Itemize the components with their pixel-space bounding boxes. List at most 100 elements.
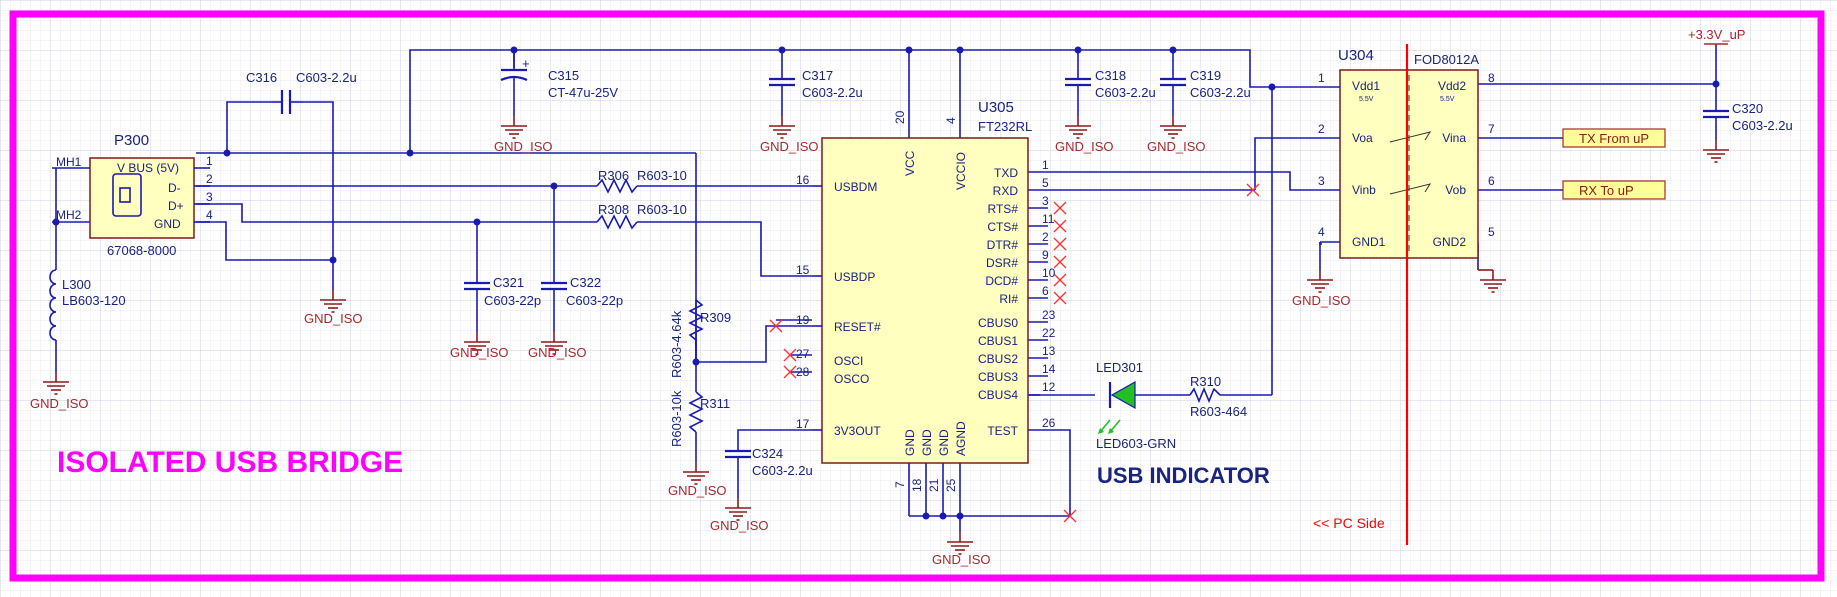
resistor-r309 [688, 299, 704, 362]
gnd-label-c315: GND_ISO [494, 139, 553, 154]
u305-pin18-num: 18 [910, 478, 924, 492]
u304-pin1-num: 1 [1318, 71, 1325, 85]
u305-pin23-num: 23 [1042, 308, 1056, 322]
u305-cbus2-name: CBUS2 [978, 352, 1018, 366]
u305-gnd18-name: GND [920, 429, 934, 456]
r311-value: R603-10k [669, 390, 684, 447]
u305-ri-name: RI# [999, 292, 1018, 306]
c322-value: C603-22p [566, 293, 623, 308]
u304-pin4-num: 4 [1318, 225, 1325, 239]
u304-value: FOD8012A [1414, 52, 1479, 67]
pc-side-label: << PC Side [1313, 515, 1385, 531]
u305-dtr-name: DTR# [987, 238, 1019, 252]
u305-osci-name: OSCI [834, 354, 863, 368]
gnd-label-c324: GND_ISO [710, 518, 769, 533]
u305-usbdp-num: 15 [796, 263, 810, 277]
p300-pin1-num: 1 [206, 154, 213, 168]
led301-value: LED603-GRN [1096, 436, 1176, 451]
u304-ref: U304 [1338, 47, 1374, 64]
u305-pin10-num: 10 [1042, 266, 1056, 280]
sheet-frame [9, 10, 1825, 582]
u305-pin13-num: 13 [1042, 344, 1056, 358]
u305-vccio-name: VCCIO [954, 152, 968, 190]
c319-ref: C319 [1190, 68, 1221, 83]
junctions [52, 46, 1720, 520]
p300-pin3-num: 3 [206, 190, 213, 204]
u305-agnd-name: AGND [954, 421, 968, 456]
c318-ref: C318 [1095, 68, 1126, 83]
u305-3v3out-name: 3V3OUT [834, 424, 881, 438]
capacitor-c316 [273, 90, 303, 114]
connector-p300[interactable] [89, 157, 210, 239]
u305-cbus1-name: CBUS1 [978, 334, 1018, 348]
u305-3v3out-num: 17 [796, 417, 810, 431]
u305-cts-name: CTS# [987, 220, 1018, 234]
u305-pin7-num: 7 [893, 481, 907, 488]
c319-value: C603-2.2u [1190, 85, 1251, 100]
u305-cbus3-name: CBUS3 [978, 370, 1018, 384]
capacitor-c315: + [500, 50, 530, 116]
ic-u305[interactable] [812, 137, 1040, 464]
u305-pin21-num: 21 [927, 478, 941, 492]
p300-pin2-num: 2 [206, 172, 213, 186]
u305-rts-name: RTS# [988, 202, 1019, 216]
u305-usbdm-num: 16 [796, 173, 810, 187]
p300-ref: P300 [114, 132, 149, 149]
gnd-label-c318: GND_ISO [1055, 139, 1114, 154]
port-rx-to-up[interactable] [1562, 180, 1666, 200]
gnd-label-c319: GND_ISO [1147, 139, 1206, 154]
port-tx-label: TX From uP [1579, 131, 1649, 146]
u305-pin3-num: 3 [1042, 194, 1049, 208]
r310-ref: R310 [1190, 374, 1221, 389]
power-label: +3.3V_uP [1688, 27, 1745, 42]
u305-vccio-num: 4 [944, 117, 958, 124]
u305-usbdp-name: USBDP [834, 270, 875, 284]
gnd-label-r311: GND_ISO [668, 483, 727, 498]
ic-u304[interactable] [1320, 69, 1479, 259]
c317-value: C603-2.2u [802, 85, 863, 100]
u304-pin7-num: 7 [1488, 122, 1495, 136]
u305-pin25-num: 25 [944, 478, 958, 492]
u305-pin6-num: 6 [1042, 284, 1049, 298]
u305-pin14-num: 14 [1042, 362, 1056, 376]
u305-txd-name: TXD [994, 166, 1018, 180]
u305-pin12-num: 12 [1042, 380, 1056, 394]
r306-value: R603-10 [637, 168, 687, 183]
u305-osco-name: OSCO [834, 372, 869, 386]
gnd-label-u305: GND_ISO [932, 552, 991, 567]
port-tx-from-up[interactable] [1562, 128, 1666, 148]
u305-value: FT232RL [978, 119, 1032, 134]
c324-value: C603-2.2u [752, 463, 813, 478]
u304-pin8-num: 8 [1488, 71, 1495, 85]
p300-pin4-name: GND [154, 217, 181, 231]
resistor-r308 [596, 214, 638, 230]
u304-vdd2-name: Vdd2 [1438, 79, 1466, 93]
u304-pin2-num: 2 [1318, 122, 1325, 136]
p300-mh1-label: MH1 [56, 155, 82, 169]
u304-vdd1-rating: 5.5V [1359, 96, 1374, 103]
u304-vina-name: Vina [1442, 131, 1466, 145]
p300-pin4-num: 4 [206, 208, 213, 222]
u304-vinb-name: Vinb [1352, 183, 1376, 197]
u305-pin9-num: 9 [1042, 248, 1049, 262]
u305-pin22-num: 22 [1042, 326, 1056, 340]
u305-cbus4-name: CBUS4 [978, 388, 1018, 402]
gnd-label-c321: GND_ISO [450, 345, 509, 360]
c320-value: C603-2.2u [1732, 118, 1793, 133]
u305-cbus0-name: CBUS0 [978, 316, 1018, 330]
u304-pin3-num: 3 [1318, 174, 1325, 188]
gnd-label-p300: GND_ISO [304, 311, 363, 326]
u305-vcc-num: 20 [893, 110, 907, 124]
gnd-label-l300: GND_ISO [30, 396, 89, 411]
c315-ref: C315 [548, 68, 579, 83]
u305-osci-num: 27 [796, 347, 810, 361]
u304-vob-name: Vob [1445, 183, 1466, 197]
u305-reset-num: 19 [796, 313, 810, 327]
r306-ref: R306 [598, 168, 629, 183]
l300-value: LB603-120 [62, 293, 126, 308]
l300-ref: L300 [62, 277, 91, 292]
u305-ref: U305 [978, 99, 1014, 116]
gnd-label-u304: GND_ISO [1292, 293, 1351, 308]
u305-pin1-num: 1 [1042, 158, 1049, 172]
resistor-r306 [596, 178, 638, 194]
